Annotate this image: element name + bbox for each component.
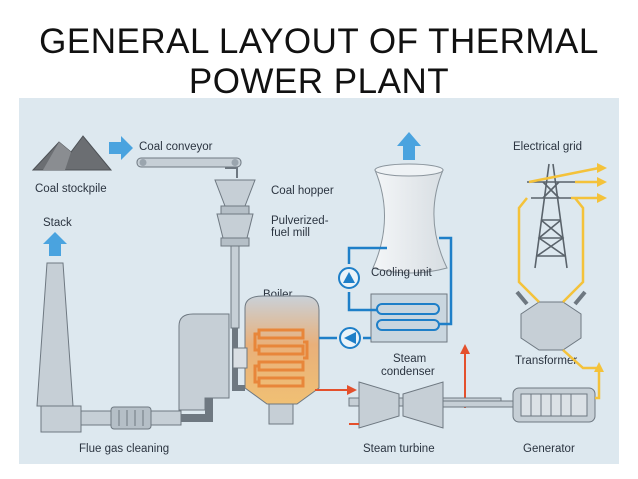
power-plant-diagram: Coal stockpile Coal conveyor Stack Flue …	[19, 98, 619, 464]
arrow-up-icon	[460, 344, 470, 354]
coal-hopper	[214, 179, 256, 215]
arrow-up-icon	[43, 232, 67, 256]
page-title: GENERAL LAYOUT OF THERMAL POWER PLANT	[0, 22, 638, 102]
steam-condenser	[370, 293, 448, 343]
label-steam-turbine: Steam turbine	[363, 443, 435, 455]
arrow-up-icon	[594, 362, 604, 372]
title-line-1: GENERAL LAYOUT OF THERMAL	[39, 22, 599, 61]
label-coal-stockpile: Coal stockpile	[35, 183, 107, 195]
label-generator: Generator	[523, 443, 575, 455]
arrow-right-icon	[109, 136, 133, 160]
label-coal-hopper: Coal hopper	[271, 185, 334, 197]
pump-icon	[338, 267, 360, 289]
arrow-right-icon	[597, 177, 607, 187]
title-line-2: POWER PLANT	[188, 62, 450, 101]
label-steam-condenser-line-2: condenser	[381, 366, 435, 378]
label-pulverized-line-2: fuel mill	[271, 227, 310, 239]
arrow-up-icon	[397, 132, 421, 160]
label-coal-conveyor: Coal conveyor	[139, 141, 213, 153]
transformer	[515, 290, 587, 351]
pump-icon	[339, 327, 361, 349]
steam-turbine	[348, 381, 502, 429]
label-stack: Stack	[43, 217, 72, 229]
flue-gas-cleaning-unit	[80, 398, 213, 430]
coal-conveyor	[136, 157, 242, 178]
label-electrical-grid: Electrical grid	[513, 141, 582, 153]
turbine-shaft	[442, 400, 514, 408]
arrow-right-icon	[597, 193, 607, 203]
cooling-water-loop	[319, 236, 453, 340]
label-transformer: Transformer	[515, 355, 577, 367]
cooling-tower	[372, 163, 448, 274]
label-flue-gas-cleaning: Flue gas cleaning	[79, 443, 169, 455]
arrow-right-icon	[347, 385, 357, 395]
label-cooling-unit: Cooling unit	[371, 267, 433, 279]
label-pulverized-line-1: Pulverized-	[271, 215, 329, 227]
coal-stockpile	[31, 135, 113, 171]
generator	[512, 387, 596, 423]
arrow-right-icon	[597, 163, 607, 173]
stack-chimney	[36, 262, 82, 433]
label-steam-condenser-line-1: Steam	[393, 353, 426, 365]
boiler	[178, 295, 320, 425]
electrical-grid-tower	[527, 163, 575, 269]
